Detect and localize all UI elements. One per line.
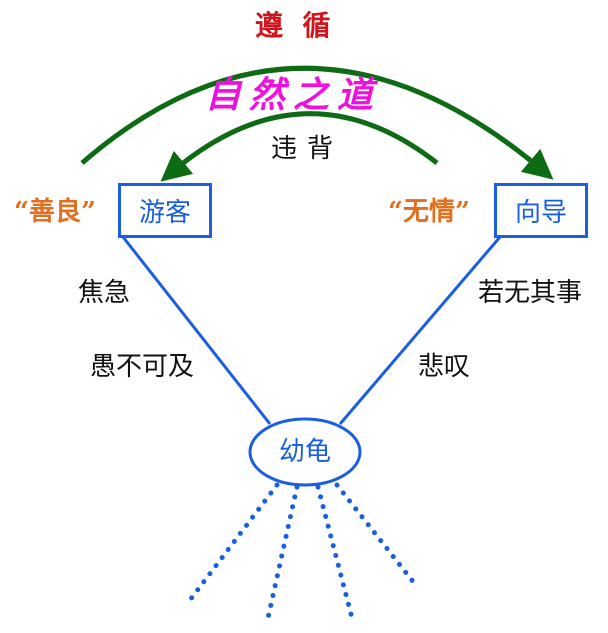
left-quote-label: “善良” xyxy=(14,197,96,227)
right-side-upper-label: 若无其事 xyxy=(478,278,583,308)
center-ellipse-label: 幼龟 xyxy=(279,437,332,467)
inner-arc-arrow xyxy=(160,111,439,182)
left-side-lower-label: 愚不可及 xyxy=(90,352,195,382)
left-side-upper-label: 焦急 xyxy=(78,278,131,308)
outer-arc-arrow xyxy=(80,65,554,180)
right-box-label: 向导 xyxy=(514,198,567,228)
ray-2 xyxy=(265,484,300,621)
dotted-rays xyxy=(187,482,421,621)
ray-1 xyxy=(187,482,280,603)
left-box-label: 游客 xyxy=(138,198,191,228)
ray-3 xyxy=(315,484,355,621)
right-leg-line xyxy=(338,236,502,425)
right-quote-label: “无情” xyxy=(388,197,470,227)
middle-title: 自然之道 xyxy=(205,74,382,116)
left-leg-line xyxy=(121,236,272,425)
top-label: 遵 循 xyxy=(255,9,331,42)
ray-4 xyxy=(334,482,421,591)
center-ellipse-shape xyxy=(248,417,362,487)
right-box: 向导 xyxy=(494,183,588,238)
right-side-lower-label: 悲叹 xyxy=(418,352,471,382)
left-box: 游客 xyxy=(118,183,212,238)
inner-label: 违背 xyxy=(271,134,344,164)
